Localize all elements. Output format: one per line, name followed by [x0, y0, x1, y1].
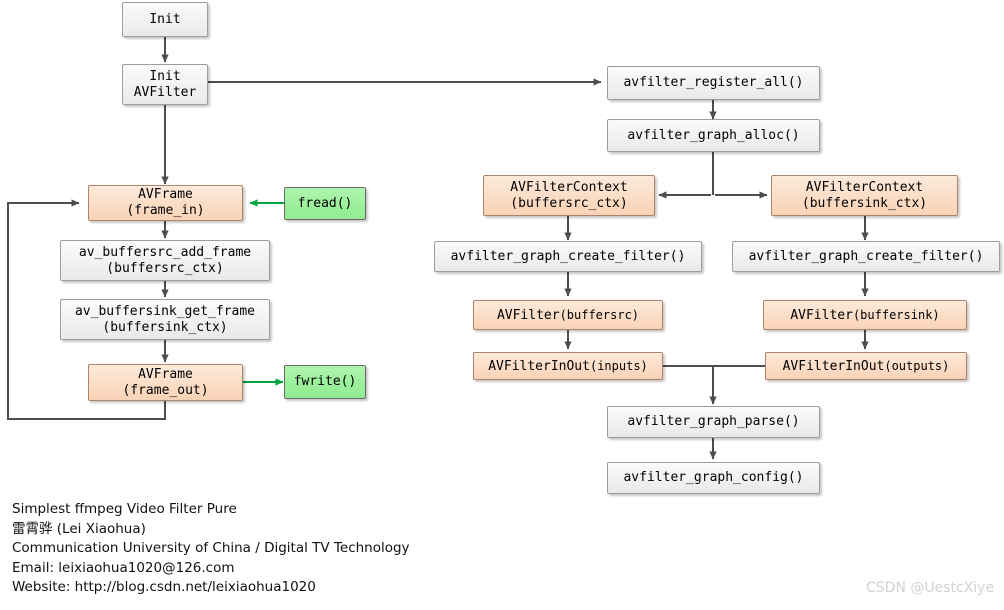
node-avfilter-buffersink-line1: AVFilter(buffersink) [790, 307, 940, 323]
node-avfilter-graph-config-line1: avfilter_graph_config() [623, 470, 804, 485]
node-avfiltercontext-buffersink-ctx[interactable]: AVFilterContext (buffersink_ctx) [771, 175, 958, 216]
node-avfilter-graph-alloc[interactable]: avfilter_graph_alloc() [607, 119, 820, 152]
node-avfilter-graph-create-filter-right-line1: avfilter_graph_create_filter() [748, 248, 984, 264]
node-avframe-frame-out-line1: AVFrame [138, 366, 193, 382]
node-avfilter-graph-config[interactable]: avfilter_graph_config() [607, 462, 820, 494]
node-avfilter-buffersrc[interactable]: AVFilter(buffersrc) [473, 300, 663, 330]
node-avfiltercontext-buffersrc-ctx-line2: (buffersrc_ctx) [510, 195, 628, 211]
node-avfilter-graph-create-filter-left-line1: avfilter_graph_create_filter() [450, 248, 686, 264]
node-fwrite[interactable]: fwrite() [284, 365, 366, 399]
node-avfilter-register-all[interactable]: avfilter_register_all() [607, 66, 820, 100]
node-init-avfilter-line1: Init [149, 68, 181, 84]
node-avfilter-graph-parse[interactable]: avfilter_graph_parse() [607, 406, 820, 438]
node-avfiltercontext-buffersink-ctx-line1: AVFilterContext [805, 179, 924, 195]
credit-affiliation: Communication University of China / Digi… [12, 540, 410, 556]
node-avfiltercontext-buffersrc-ctx[interactable]: AVFilterContext (buffersrc_ctx) [483, 175, 655, 216]
node-init-avfilter[interactable]: Init AVFilter [122, 64, 208, 105]
credit-email: Email: leixiaohua1020@126.com [12, 559, 235, 576]
credit-author: 雷霄骅 (Lei Xiaohua) [12, 520, 146, 537]
node-avfilterinout-inputs-line1: AVFilterInOut(inputs) [488, 358, 648, 374]
node-avfilterinout-outputs[interactable]: AVFilterInOut(outputs) [765, 352, 967, 380]
node-avfiltercontext-buffersrc-ctx-line1: AVFilterContext [510, 179, 628, 195]
node-init-line1: Init [149, 11, 181, 27]
node-avfilter-register-all-line1: avfilter_register_all() [623, 75, 804, 90]
node-av-buffersrc-add-frame[interactable]: av_buffersrc_add_frame (buffersrc_ctx) [60, 240, 270, 281]
author-credit-block: Simplest ffmpeg Video Filter Pure 雷霄骅 (L… [12, 500, 410, 598]
node-avfilter-graph-create-filter-left[interactable]: avfilter_graph_create_filter() [434, 241, 702, 272]
node-fread[interactable]: fread() [284, 187, 366, 220]
node-av-buffersrc-add-frame-line2: (buffersrc_ctx) [106, 260, 224, 276]
node-av-buffersink-get-frame-line2: (buffersink_ctx) [102, 319, 228, 335]
node-avfiltercontext-buffersink-ctx-line2: (buffersink_ctx) [801, 195, 928, 211]
node-avframe-frame-in[interactable]: AVFrame (frame_in) [88, 185, 243, 221]
node-avfilterinout-inputs[interactable]: AVFilterInOut(inputs) [473, 352, 663, 380]
node-av-buffersink-get-frame[interactable]: av_buffersink_get_frame (buffersink_ctx) [60, 299, 270, 340]
node-avframe-frame-out[interactable]: AVFrame (frame_out) [88, 364, 243, 401]
node-avframe-frame-in-line1: AVFrame [138, 187, 193, 202]
node-avframe-frame-in-line2: (frame_in) [126, 203, 205, 218]
node-avfilter-graph-alloc-line1: avfilter_graph_alloc() [627, 127, 800, 143]
credit-title: Simplest ffmpeg Video Filter Pure [12, 501, 237, 517]
csdn-watermark: CSDN @UestcXiye [866, 580, 995, 596]
node-avfilterinout-outputs-line1: AVFilterInOut(outputs) [782, 358, 950, 374]
node-av-buffersrc-add-frame-line1: av_buffersrc_add_frame [78, 244, 252, 260]
node-fread-line1: fread() [297, 195, 353, 211]
node-init-avfilter-line2: AVFilter [133, 84, 197, 100]
node-avfilter-buffersink[interactable]: AVFilter(buffersink) [763, 300, 967, 330]
node-avfilter-graph-parse-line1: avfilter_graph_parse() [627, 414, 800, 429]
node-fwrite-line1: fwrite() [293, 374, 357, 389]
node-init[interactable]: Init [122, 2, 208, 37]
node-av-buffersink-get-frame-line1: av_buffersink_get_frame [74, 303, 255, 319]
node-avfilter-graph-create-filter-right[interactable]: avfilter_graph_create_filter() [732, 241, 1000, 272]
credit-website: Website: http://blog.csdn.net/leixiaohua… [12, 579, 316, 595]
node-avframe-frame-out-line2: (frame_out) [122, 382, 209, 398]
node-avfilter-buffersrc-line1: AVFilter(buffersrc) [496, 307, 640, 323]
